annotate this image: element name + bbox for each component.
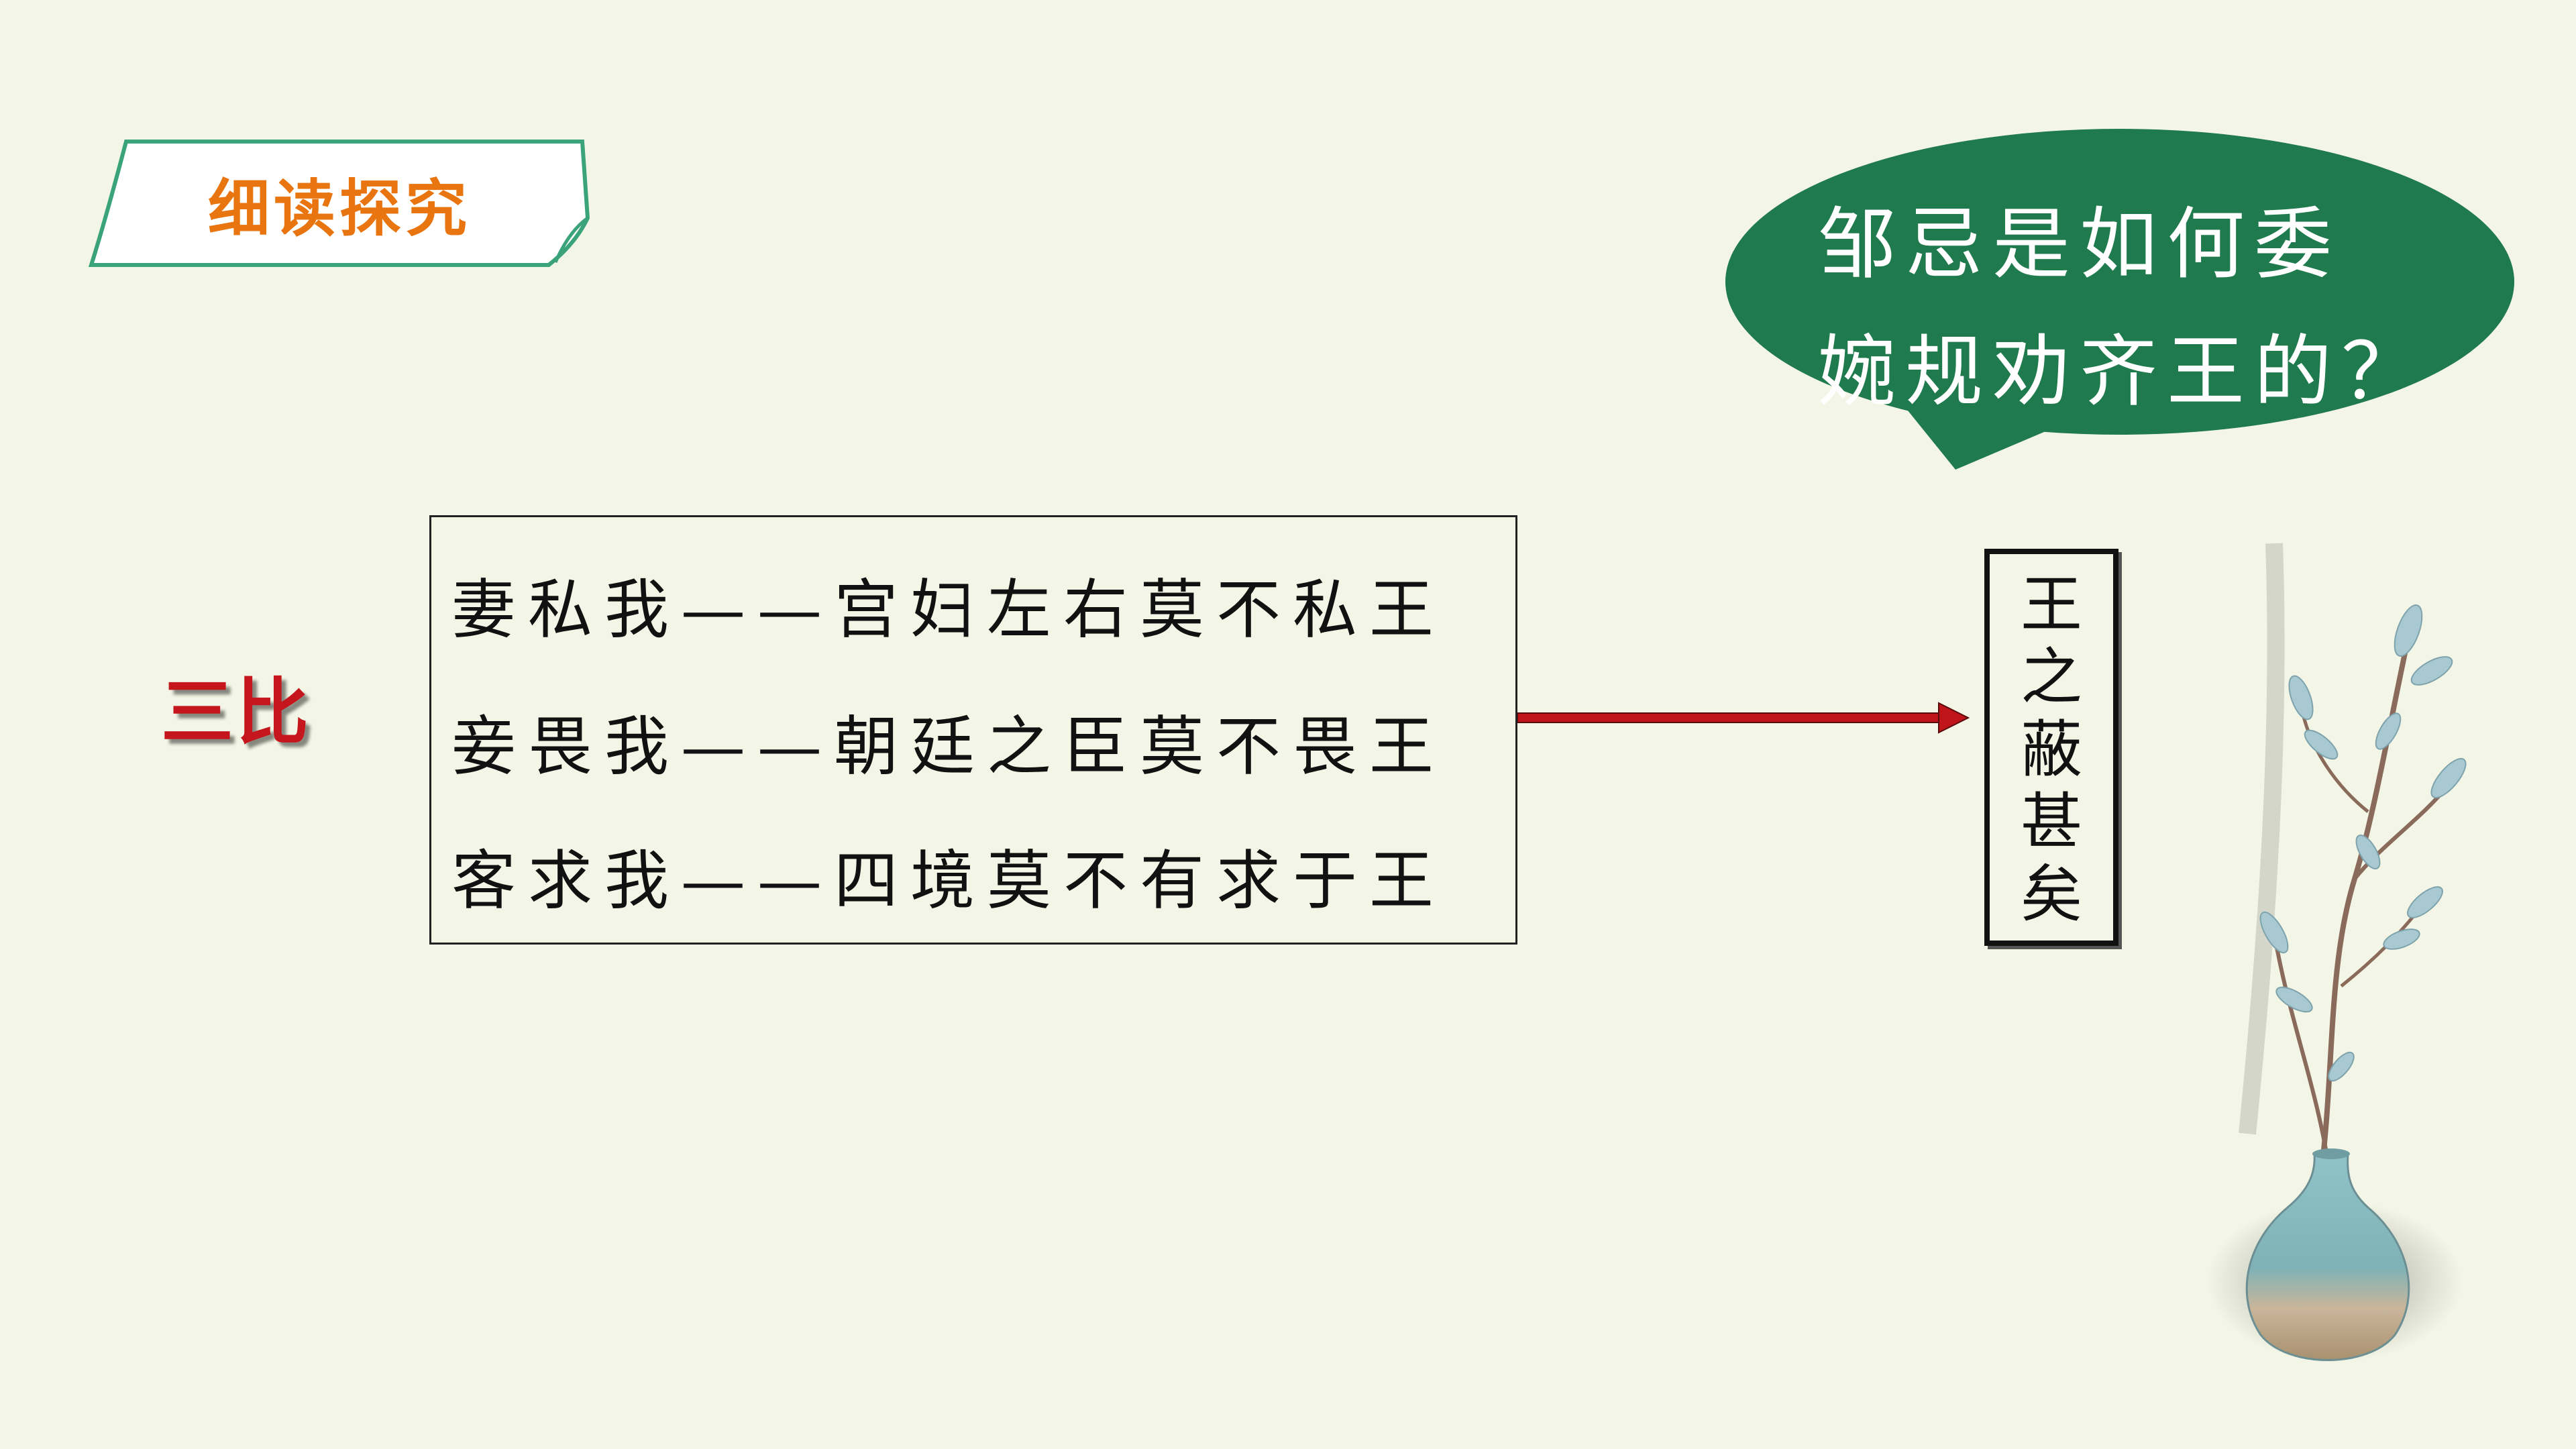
comparison-box: 妻私我——宫妇左右莫不私王 妾畏我——朝廷之臣莫不畏王 客求我——四境莫不有求于… [429, 515, 1517, 945]
question-line-2: 婉规劝齐王的？ [1818, 327, 2428, 417]
conclusion-box: 王 之 蔽 甚 矣 [1984, 549, 2118, 946]
comparison-row-3: 客求我——四境莫不有求于王 [451, 843, 1446, 918]
section-tag: 细读探究 [86, 138, 593, 269]
speech-bubble-shape [1725, 129, 2514, 470]
conclusion-char-2: 之 [2020, 641, 2082, 713]
comparison-row-1: 妻私我——宫妇左右莫不私王 [451, 572, 1446, 647]
question-text: 邹忌是如何委 婉规劝齐王的？ [1818, 181, 2502, 436]
question-line-1: 邹忌是如何委 [1818, 199, 2341, 290]
conclusion-char-5: 矣 [2020, 859, 2082, 930]
arrow-right-icon [1517, 702, 1970, 734]
conclusion-text: 王 之 蔽 甚 矣 [1990, 569, 2113, 931]
section-tag-label: 细读探究 [207, 172, 471, 245]
conclusion-char-3: 蔽 [2020, 714, 2082, 786]
vase-with-branch-icon [2207, 543, 2467, 1362]
conclusion-char-1: 王 [2020, 569, 2082, 641]
comparison-label: 三比 [161, 671, 312, 755]
comparison-row-2: 妾畏我——朝廷之臣莫不畏王 [451, 709, 1446, 784]
section-tag-frame [88, 140, 590, 267]
question-bubble: 邹忌是如何委 婉规劝齐王的？ [1717, 127, 2522, 476]
conclusion-char-4: 甚 [2020, 786, 2082, 858]
